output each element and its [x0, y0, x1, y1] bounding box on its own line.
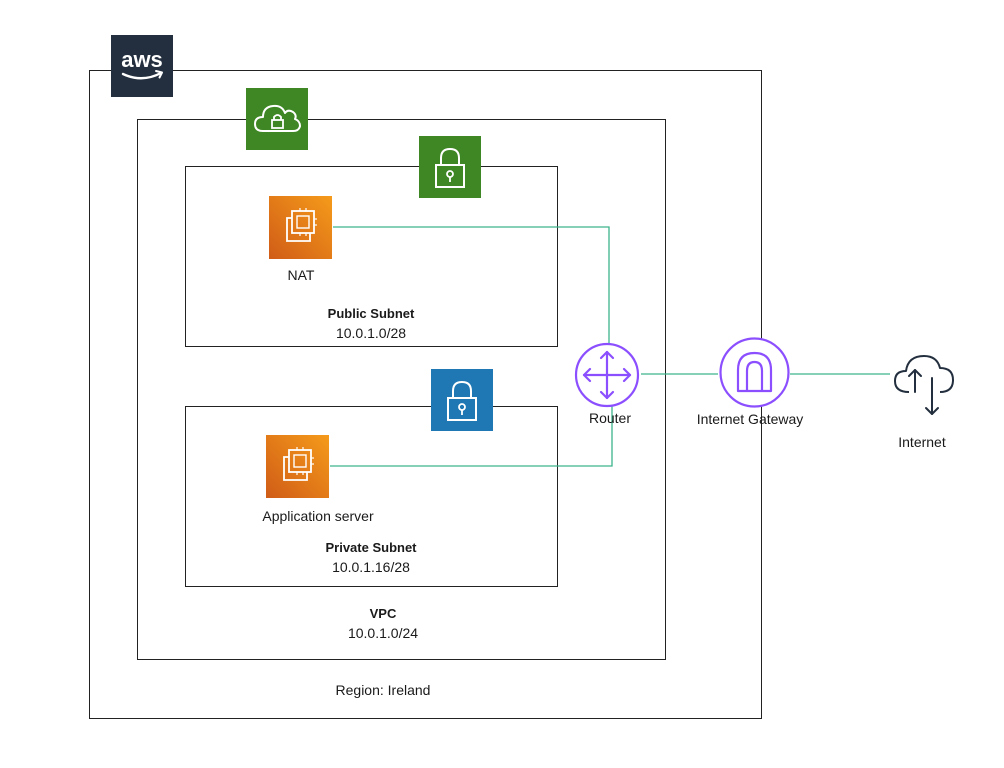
vpc-name: VPC — [369, 606, 397, 621]
nat-instance-icon[interactable] — [269, 196, 332, 259]
internet-gateway-node[interactable] — [718, 336, 791, 409]
aws-logo: aws — [111, 35, 173, 97]
ec2-instance-icon — [283, 447, 314, 481]
internet-node[interactable] — [887, 350, 959, 418]
vpc-icon — [246, 88, 308, 150]
public-subnet-cidr: 10.0.1.0/28 — [335, 325, 407, 341]
app-server-instance-icon[interactable] — [266, 435, 329, 498]
nat-label: NAT — [287, 267, 315, 283]
private-subnet-name: Private Subnet — [325, 540, 417, 555]
internet-gateway-icon — [719, 337, 790, 408]
padlock-icon — [435, 147, 465, 188]
nat-to-router-line — [333, 226, 610, 374]
router-node[interactable] — [573, 341, 641, 409]
private-subnet-cidr: 10.0.1.16/28 — [332, 559, 410, 575]
private-subnet-icon — [431, 369, 493, 431]
router-icon — [574, 342, 640, 408]
app-server-label: Application server — [262, 508, 374, 524]
vpc-cidr: 10.0.1.0/24 — [347, 625, 419, 641]
region-label: Region: Ireland — [335, 682, 431, 698]
public-subnet-name: Public Subnet — [327, 306, 415, 321]
public-subnet-boundary — [185, 166, 558, 347]
vpc-boundary — [137, 119, 666, 660]
cloud-lock-icon — [254, 104, 301, 132]
internet-gateway-label: Internet Gateway — [696, 411, 804, 427]
router-label: Router — [588, 410, 632, 426]
aws-logo-text: aws — [121, 47, 163, 72]
internet-label: Internet — [898, 434, 946, 450]
cloud-upload-download-icon — [894, 355, 954, 415]
padlock-icon — [447, 380, 477, 421]
private-subnet-boundary — [185, 406, 558, 587]
ec2-instance-icon — [286, 208, 317, 242]
public-subnet-icon — [419, 136, 481, 198]
